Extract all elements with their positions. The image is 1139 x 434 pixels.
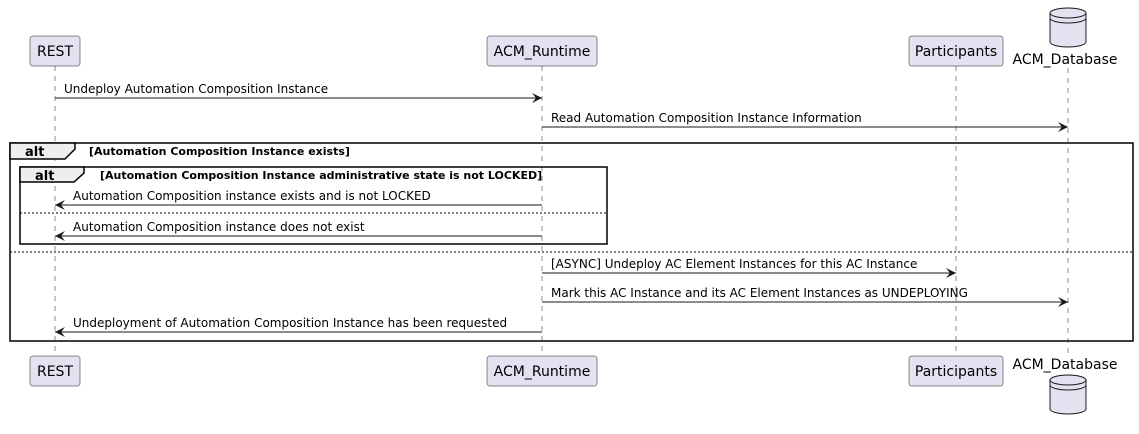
fragment-guard: [Automation Composition Instance adminis… xyxy=(100,169,542,182)
message-undeploy-request: Undeploy Automation Composition Instance xyxy=(55,82,542,103)
message-not-exist: Automation Composition instance does not… xyxy=(55,220,542,241)
participant-label: REST xyxy=(37,364,73,380)
participant-label: ACM_Database xyxy=(1013,357,1118,373)
participant-rest-top: REST xyxy=(29,35,81,67)
participant-participants-bottom: Participants xyxy=(908,355,1004,387)
message-mark-undeploying: Mark this AC Instance and its AC Element… xyxy=(542,286,1068,307)
message-label: Automation Composition instance exists a… xyxy=(73,189,431,203)
participant-label: ACM_Runtime xyxy=(494,364,591,380)
message-label: Read Automation Composition Instance Inf… xyxy=(551,111,862,125)
message-label: Automation Composition instance does not… xyxy=(73,220,365,234)
message-label: [ASYNC] Undeploy AC Element Instances fo… xyxy=(551,257,917,271)
fragment-keyword: alt xyxy=(35,169,54,184)
alt-fragment-outer: alt [Automation Composition Instance exi… xyxy=(9,142,1134,342)
participant-label: ACM_Runtime xyxy=(494,44,591,60)
participant-runtime-top: ACM_Runtime xyxy=(486,35,598,67)
participant-label: Participants xyxy=(915,364,997,380)
participant-label: ACM_Database xyxy=(1013,52,1118,68)
message-label: Mark this AC Instance and its AC Element… xyxy=(551,286,968,300)
participant-database-bottom: ACM_Database xyxy=(1013,357,1118,415)
message-label: Undeployment of Automation Composition I… xyxy=(73,316,507,330)
alt-fragment-inner: alt [Automation Composition Instance adm… xyxy=(19,166,608,245)
participant-database-top: ACM_Database xyxy=(1013,7,1118,68)
participant-label: Participants xyxy=(915,44,997,60)
participant-label: REST xyxy=(37,44,73,60)
database-icon xyxy=(1049,7,1087,48)
message-read-instance: Read Automation Composition Instance Inf… xyxy=(542,111,1068,132)
database-icon xyxy=(1049,374,1087,415)
message-requested: Undeployment of Automation Composition I… xyxy=(55,316,542,337)
participant-rest-bottom: REST xyxy=(29,355,81,387)
participant-runtime-bottom: ACM_Runtime xyxy=(486,355,598,387)
message-label: Undeploy Automation Composition Instance xyxy=(64,82,328,96)
participant-participants-top: Participants xyxy=(908,35,1004,67)
message-async-undeploy: [ASYNC] Undeploy AC Element Instances fo… xyxy=(542,257,956,278)
fragment-keyword: alt xyxy=(25,145,44,160)
fragment-guard: [Automation Composition Instance exists] xyxy=(89,145,350,158)
message-not-locked: Automation Composition instance exists a… xyxy=(55,189,542,210)
